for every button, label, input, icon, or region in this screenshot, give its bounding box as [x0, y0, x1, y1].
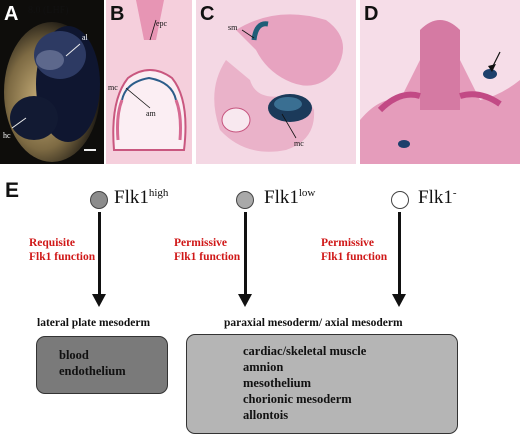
section-d-image: [360, 0, 520, 164]
flk1-low-superscript: low: [298, 187, 316, 199]
mc-label-c: mc: [294, 139, 304, 148]
box-right-item-allontois: allontois: [243, 408, 289, 422]
flk1-low-name: Flk1: [264, 187, 299, 208]
arrow-negative: [398, 212, 401, 296]
flk1-negative-circle: [391, 191, 409, 209]
muscle-tissues-list: cardiac/skeletal muscle amnion mesotheli…: [243, 343, 366, 423]
permissive-function-1-line2: Flk1 function: [174, 251, 241, 263]
panel-c-label: C: [200, 3, 215, 25]
requisite-function-line1: Requisite: [29, 237, 75, 249]
box-left-item-endothelium: endothelium: [59, 364, 126, 378]
permissive-function-1-line1: Permissive: [174, 237, 228, 249]
panel-a-label: A: [4, 3, 19, 25]
flk1-high-name: Flk1: [114, 187, 149, 208]
arrow-low-head: [238, 294, 252, 307]
muscle-tissues-box: cardiac/skeletal muscle amnion mesotheli…: [186, 334, 458, 434]
panel-d-image: D: [360, 0, 520, 164]
panel-c-image: C sm mc: [196, 0, 356, 164]
panel-a-image: A 8.0 (LHF) al hc: [0, 0, 104, 164]
flk1-low-label: Flk1low: [264, 187, 316, 208]
flk1-high-superscript: high: [148, 187, 169, 199]
arrow-low: [244, 212, 247, 296]
epc-label: epc: [156, 19, 168, 28]
paraxial-axial-mesoderm-label: paraxial mesoderm/ axial mesoderm: [224, 317, 403, 329]
box-right-item-muscle: cardiac/skeletal muscle: [243, 344, 367, 358]
arrow-negative-head: [392, 294, 406, 307]
box-right-item-chorionic: chorionic mesoderm: [243, 392, 352, 406]
requisite-function-line2: Flk1 function: [29, 251, 96, 263]
section-b-image: [106, 0, 192, 164]
hc-label: hc: [3, 131, 11, 140]
embryo-whole-mount-image: [0, 0, 104, 164]
al-label: al: [82, 33, 88, 42]
panel-d-label: D: [364, 3, 379, 25]
box-right-item-amnion: amnion: [243, 360, 284, 374]
box-left-item-blood: blood: [59, 348, 89, 362]
mc-label-b: mc: [108, 83, 118, 92]
blood-endothelium-box: blood endothelium: [36, 336, 168, 394]
panel-b-label: B: [110, 3, 125, 25]
box-right-item-mesothelium: mesothelium: [243, 376, 312, 390]
lateral-plate-mesoderm-label: lateral plate mesoderm: [37, 317, 151, 329]
permissive-function-label-1: Permissive Flk1 function: [174, 236, 240, 264]
permissive-function-2-line2: Flk1 function: [321, 251, 388, 263]
permissive-function-label-2: Permissive Flk1 function: [321, 236, 387, 264]
stage-label: 8.0 (LHF): [28, 5, 69, 16]
flk1-high-circle: [90, 191, 108, 209]
panel-b-image: B epc mc am: [106, 0, 192, 164]
am-label: am: [146, 109, 156, 118]
requisite-function-label: Requisite Flk1 function: [29, 236, 95, 264]
permissive-function-2-line1: Permissive: [321, 237, 375, 249]
flk1-low-circle: [236, 191, 254, 209]
panel-e-label: E: [5, 179, 20, 202]
flk1-high-label: Flk1high: [114, 187, 169, 208]
flk1-negative-label: Flk1-: [418, 187, 457, 208]
arrow-high: [98, 212, 101, 296]
blood-endothelium-list: blood endothelium: [59, 347, 126, 379]
sm-label: sm: [228, 23, 238, 32]
arrow-high-head: [92, 294, 106, 307]
flk1-negative-name: Flk1: [418, 187, 453, 208]
section-c-image: [196, 0, 356, 164]
flk1-negative-superscript: -: [452, 187, 457, 199]
